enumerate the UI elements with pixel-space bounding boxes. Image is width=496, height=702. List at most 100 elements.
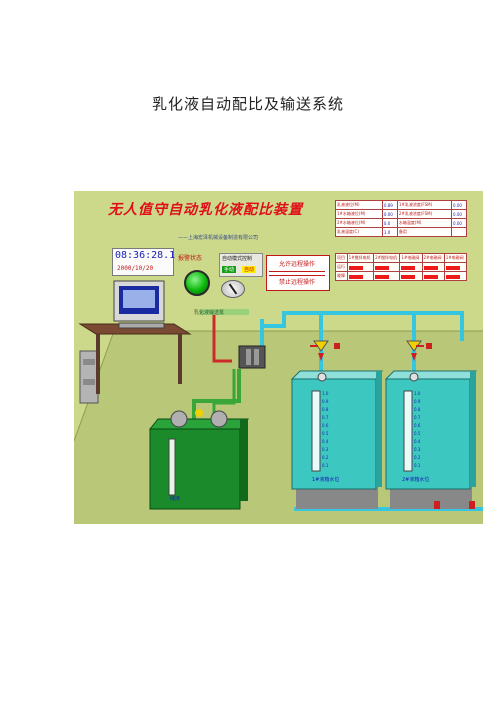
tank1-label: 1#液箱水位 [312,477,340,483]
status-indicator-light [401,265,416,270]
param-value: 1.0 [381,227,398,237]
tank1-scale-tick: 0.4 [322,439,329,444]
pump-nozzle [199,309,249,315]
tank1-legs [296,487,378,509]
tank2-scale-tick: 0.4 [414,439,421,444]
remote-control-panel: 允许远程操作 禁止远程操作 [266,255,330,291]
status-header: 项目 [335,253,348,263]
red-pipe [212,311,232,363]
tank1-scale-tick: 0.1 [322,463,329,468]
tank2-scale-tick: 0.8 [414,407,421,412]
storage-tank-label: 储液 [170,496,181,502]
clock-time: 08:36:28.1 [115,250,176,261]
status-indicator-cell [421,262,445,272]
tank2-scale-tick: 0.6 [414,423,421,428]
scada-panel: 无人值守自动乳化液配比装置 ——上海宏泽机械设备制造有限公司 08:36:28.… [74,191,483,524]
param-value: 0.00 [451,218,467,228]
status-indicator-light [445,265,460,270]
status-row-label: 故障 [335,271,348,281]
main-pipe [260,311,464,341]
mode-label: 自动模式控制 [222,256,253,262]
param-label: 乳液液位(M) [335,200,383,210]
tank1-scale-tick: 1.0 [322,391,329,396]
status-row: 运行 [335,262,468,272]
manual-mode-button[interactable]: 手动 [222,266,237,273]
param-label: 备用 [396,227,453,237]
param-value [451,227,467,237]
param-label: 1#水箱液位(M) [335,209,383,219]
param-label: 乳液温度(C) [335,227,383,237]
tank2-scale-tick: 0.2 [414,455,421,460]
tank1-scale-tick: 0.3 [322,447,329,452]
status-header: 2#搅拌电机 [373,253,401,263]
tank2-scale-tick: 1.0 [414,391,421,396]
auto-mode-button[interactable]: 自动 [242,266,257,273]
tank1-scale-tick: 0.5 [322,431,329,436]
tank2-label: 2#液箱水位 [402,477,430,483]
status-header: 1#搅拌电机 [346,253,375,263]
status-indicator-cell [373,271,401,281]
tank2-scale-tick: 0.9 [414,399,421,404]
plant-scene [74,191,483,524]
status-indicator-cell [421,271,445,281]
param-value: 0.00 [451,209,467,219]
tank1-scale-tick: 0.2 [322,455,329,460]
status-indicator-light [375,265,390,270]
tank2-body [385,378,471,490]
status-header: 1#电磁阀 [399,253,423,263]
status-indicator-light [401,274,416,279]
param-value: 0.89 [381,200,398,210]
allow-remote-button[interactable]: 允许远程操作 [269,258,325,272]
clock-display: 08:36:28.1 2000/10/20 [112,248,176,276]
desk-drawer [79,350,99,404]
mode-selector-knob[interactable] [221,280,245,298]
alarm-status-light [184,270,210,296]
tank1-scale-tick: 0.8 [322,407,329,412]
param-value: 0.0 [381,218,398,228]
green-pipe-2 [212,369,236,421]
status-indicator-light [445,274,460,279]
green-pipe [192,369,241,421]
tank1-scale-tick: 0.6 [322,423,329,428]
alarm-status-label: 报警状态 [178,255,203,262]
document-title: 乳化液自动配比及输送系统 [151,95,344,113]
status-indicator-cell [399,271,423,281]
tank1-scale-tick: 0.7 [322,415,329,420]
pump-label: 乳化液输送泵 [194,310,225,316]
status-indicator-light [423,274,438,279]
tank2-scale-tick: 0.5 [414,431,421,436]
clock-date: 2000/10/20 [117,265,154,272]
tank1-scale-tick: 0.9 [322,399,329,404]
param-value: 0.00 [381,209,398,219]
company-name: ——上海宏泽机械设备制造有限公司 [178,235,259,241]
storage-scale [168,438,176,496]
forbid-remote-button[interactable]: 禁止远程操作 [269,275,325,289]
param-label: 1#乳液浓度(FSM) [396,200,453,210]
status-indicator-light [375,274,390,279]
tank2-scale-tick: 0.7 [414,415,421,420]
tank1-scale [311,390,321,472]
status-indicator-cell [399,262,423,272]
tank2-scale-tick: 0.3 [414,447,421,452]
param-label: 2#水箱液位(M) [335,218,383,228]
status-row-label: 运行 [335,262,348,272]
status-indicator-light [423,265,438,270]
tank2-legs [390,487,472,509]
status-header: 1#电磁阀 [443,253,468,263]
status-indicator-cell [443,271,468,281]
param-value: 0.00 [451,200,467,210]
status-indicator-cell [373,262,401,272]
storage-tank-body [149,428,241,510]
status-indicator-cell [346,271,375,281]
pump-motor [238,345,266,369]
tank2-scale-tick: 0.1 [414,463,421,468]
status-indicator-cell [443,262,468,272]
knob-pointer [228,283,238,295]
status-indicator-light [348,265,363,270]
param-label: 2#乳液浓度(FSM) [396,209,453,219]
